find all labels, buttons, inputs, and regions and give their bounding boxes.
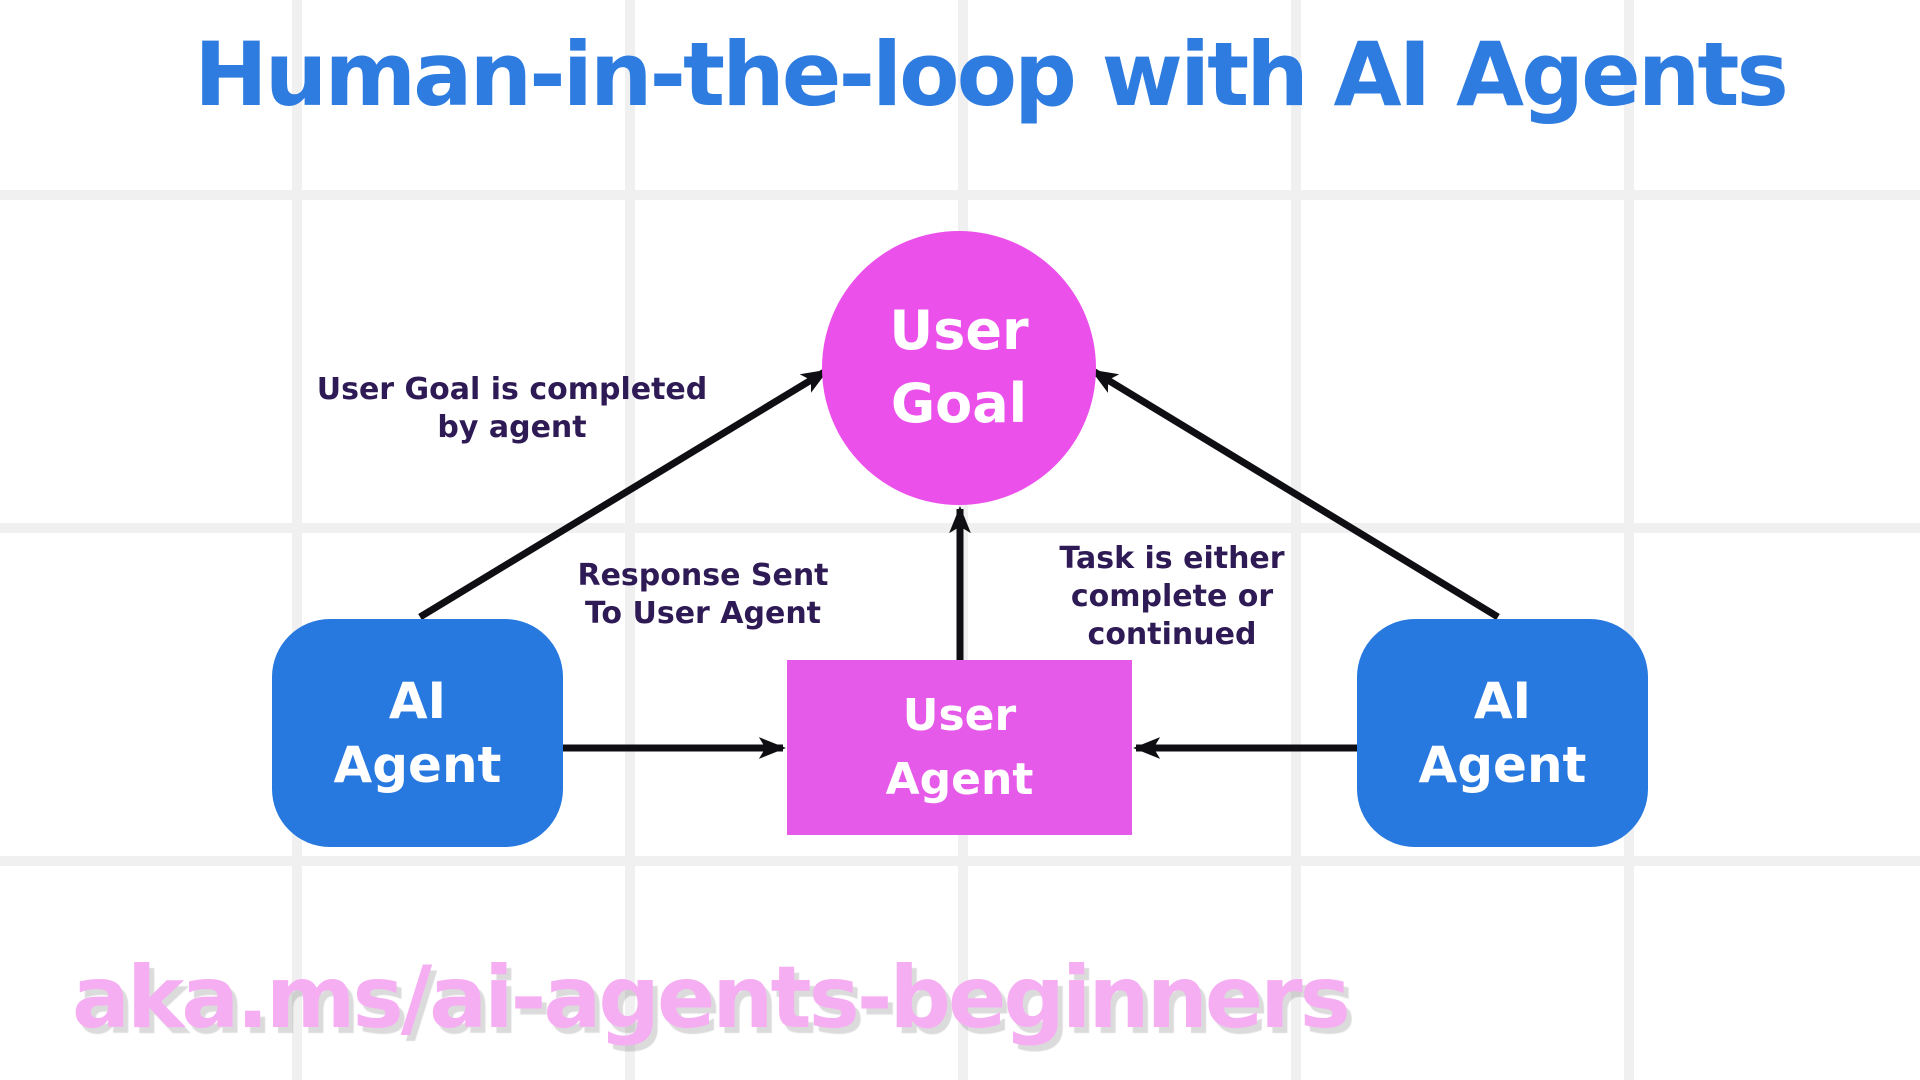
node-ai-agent-left-label: AI Agent — [333, 672, 502, 794]
page-title: Human-in-the-loop with AI Agents — [194, 23, 1789, 126]
edge-label-response-sent: Response Sent To User Agent — [577, 558, 829, 631]
node-user-agent-label: User Agent — [885, 689, 1034, 805]
node-user-goal-label: User Goal — [889, 299, 1029, 435]
node-ai-agent-left: AI Agent — [272, 619, 563, 847]
node-ai-agent-right: AI Agent — [1357, 619, 1648, 847]
edge-label-goal-completed: User Goal is completed by agent — [316, 372, 708, 445]
node-user-agent: User Agent — [787, 660, 1132, 835]
edge-label-task-status: Task is either complete or continued — [1059, 541, 1285, 652]
node-ai-agent-right-label: AI Agent — [1418, 672, 1587, 794]
node-user-goal: User Goal — [822, 231, 1096, 505]
footer-link: aka.ms/ai-agents-beginners — [72, 948, 1351, 1048]
